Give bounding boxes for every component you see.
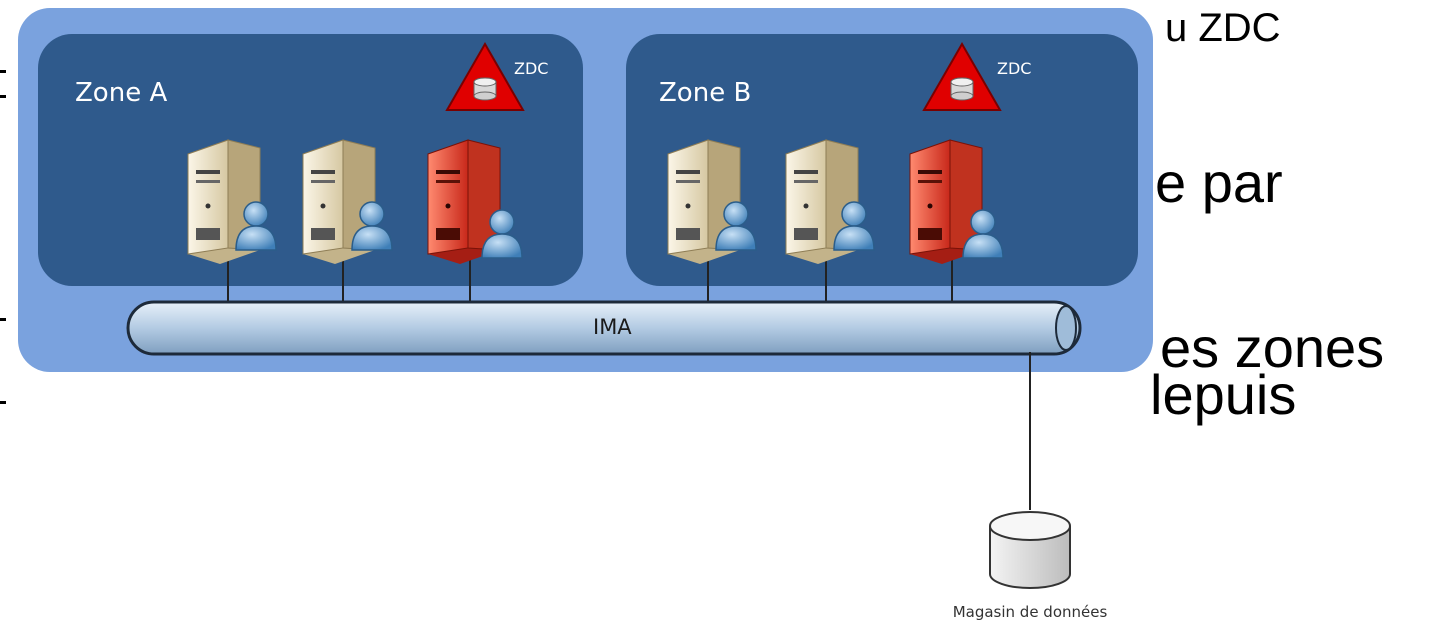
zone-a-server-1-icon: [187, 139, 277, 265]
left-edge-text-fragment: [0, 70, 6, 98]
zone-b-zdc-server-icon: [909, 139, 1004, 265]
zone-b-zdc-icon: ZDC: [923, 43, 1031, 111]
ima-bus: IMA: [126, 300, 1082, 356]
left-edge-text-fragment-2: [0, 318, 6, 404]
zone-b-zdc-label: ZDC: [997, 59, 1031, 78]
zone-b-server-1-icon: [667, 139, 757, 265]
ima-bus-label: IMA: [593, 315, 632, 339]
server-connectors: [227, 255, 953, 305]
background-text-zdc: u ZDC: [1165, 6, 1281, 50]
background-text-depuis: lepuis: [1150, 363, 1297, 426]
datastore-label: Magasin de données: [953, 603, 1108, 621]
zone-b-label: Zone B: [659, 78, 752, 108]
zone-a-zdc-icon: ZDC: [446, 43, 548, 111]
zone-a-zdc-server-icon: [427, 139, 523, 265]
background-text-zones: es zones: [1160, 316, 1385, 379]
zone-a-server-2-icon: [302, 139, 393, 265]
zone-b-server-2-icon: [785, 139, 875, 265]
background-text-par: e par: [1155, 151, 1283, 214]
datastore-icon: [989, 511, 1071, 589]
zone-a-label: Zone A: [75, 78, 168, 108]
zone-a-zdc-label: ZDC: [514, 59, 548, 78]
